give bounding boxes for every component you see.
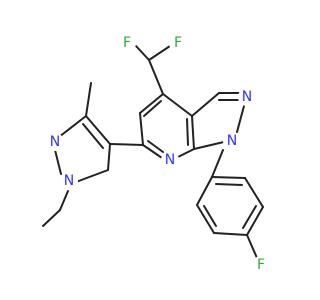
atom-f2-label: F: [174, 35, 182, 51]
bond-ph3-ph4: [213, 232, 248, 236]
atom-n-pyrazolo-1: N: [238, 88, 256, 106]
bond-ph5-ph6: [244, 177, 264, 208]
atom-f2: F: [169, 34, 187, 52]
bond-layer: [42, 45, 264, 259]
bond-nbot-ethyl1: [59, 190, 69, 211]
bond-c6-npy: [142, 144, 166, 161]
bond-c5p-c4p: [107, 143, 111, 171]
atom-n-pyrazolo-1-label: N: [242, 89, 252, 105]
bond-npz2-c7a: [193, 140, 229, 150]
atom-f3: F: [252, 256, 270, 274]
atom-n-pyrazolo-2: N: [223, 132, 241, 150]
atom-n-pyridine-label: N: [165, 152, 175, 168]
bond-c3p-ntop: [58, 115, 87, 138]
bond-c3p-methyl: [85, 82, 92, 117]
atom-f1: F: [118, 34, 136, 52]
bond-c6-npy-inner: [147, 140, 164, 153]
bond-ph2-ph3-inner: [203, 205, 217, 227]
bond-ntop-nbot: [54, 149, 62, 175]
atom-f3-label: F: [257, 257, 265, 273]
bond-chf2-c4: [148, 59, 164, 95]
bond-chf2-f1: [135, 45, 150, 61]
bond-c3a-c3: [191, 92, 220, 117]
bond-c4-c5-inner: [143, 100, 162, 117]
bond-ph4-f3: [246, 234, 258, 259]
atom-f1-label: F: [123, 35, 131, 51]
bond-c5-c6: [139, 112, 144, 146]
atom-n-pyridine: N: [161, 151, 179, 169]
atom-n-pyrazolo-2-label: N: [227, 133, 237, 149]
bond-ph1-ph2: [196, 176, 213, 206]
atom-n-pyrazole-bottom-label: N: [64, 173, 74, 189]
bond-c3a-c4: [162, 93, 193, 117]
molecule-structure: F F N N N N N F: [42, 34, 270, 274]
bond-chf2-f2: [148, 45, 171, 61]
atom-n-pyrazole-bottom: N: [60, 172, 78, 190]
atom-n-pyrazole-top: N: [46, 133, 64, 151]
atom-n-pyrazole-top-label: N: [50, 134, 60, 150]
bond-c4p-c3p-inner: [82, 123, 104, 149]
bond-ph2-ph3: [196, 204, 215, 234]
bond-c7a-c3a: [191, 115, 195, 150]
bond-c4-c5: [139, 93, 164, 114]
bond-c6-c4p: [109, 143, 144, 146]
bond-npz1-npz2: [236, 105, 245, 133]
bond-c7a-c3a-inner: [186, 118, 189, 146]
bond-npz2-ph1: [211, 149, 224, 178]
bond-c4p-c3p: [85, 115, 111, 145]
atom-label-layer: F F N N N N N F: [46, 34, 270, 274]
bond-npy-c7a: [175, 148, 195, 159]
bond-ph6-ph1-inner: [215, 183, 243, 186]
bond-ph4-ph5: [246, 206, 264, 236]
bond-ph6-ph1: [211, 176, 246, 179]
bond-nbot-c5p: [75, 169, 109, 183]
bond-ph4-ph5-inner: [242, 205, 257, 229]
bond-ethyl1-ethyl2: [42, 209, 61, 227]
